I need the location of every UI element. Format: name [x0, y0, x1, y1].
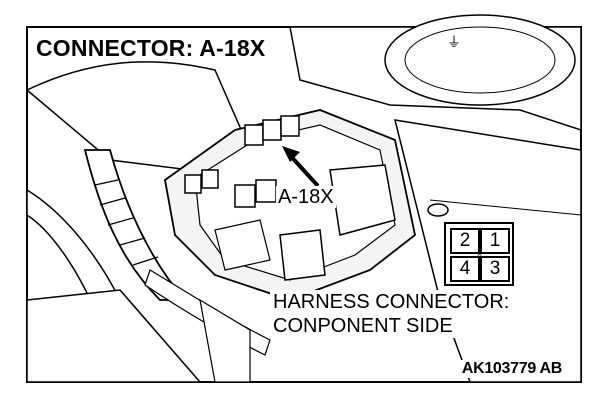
harness-label-line2: CONPONENT SIDE [273, 315, 453, 337]
connector-block [279, 229, 326, 281]
left-panel-shape [25, 61, 252, 171]
pin-3: 3 [480, 256, 510, 282]
relay-1 [244, 124, 264, 146]
pin-4: 4 [450, 256, 480, 282]
relay-3 [280, 115, 300, 137]
right-panel-line [429, 199, 582, 216]
connector-callout-label: A-18X [276, 186, 336, 208]
fender-lower-left [26, 289, 202, 383]
pointer-arrow-head [282, 146, 300, 162]
bolt-head [427, 203, 449, 217]
connector-title: CONNECTOR: A-18X [34, 36, 269, 60]
figure-code: AK103779 AB [459, 360, 564, 378]
relay-2 [262, 119, 282, 141]
lower-terminal [214, 219, 271, 271]
pin-1: 1 [480, 228, 510, 254]
fuse-3 [234, 184, 256, 208]
fuse-2 [201, 169, 219, 189]
ground-symbol-icon: ⏚ [447, 35, 461, 51]
pin-2: 2 [450, 228, 480, 254]
harness-label-line1: HARNESS CONNECTOR: [273, 291, 510, 313]
harness-tape-lines [94, 179, 159, 266]
bracket-lower [199, 298, 251, 383]
harness-connector-label: HARNESS CONNECTOR: CONPONENT SIDE [270, 290, 513, 338]
fuse-1 [184, 174, 202, 194]
pin-divider-mark: × [477, 249, 483, 259]
reservoir-shape [384, 14, 576, 106]
reservoir-rim [404, 26, 556, 94]
pin-layout-diagram: 2 1 4 3 × [444, 222, 514, 286]
fuse-4 [255, 179, 277, 203]
relay-cover [329, 164, 396, 236]
